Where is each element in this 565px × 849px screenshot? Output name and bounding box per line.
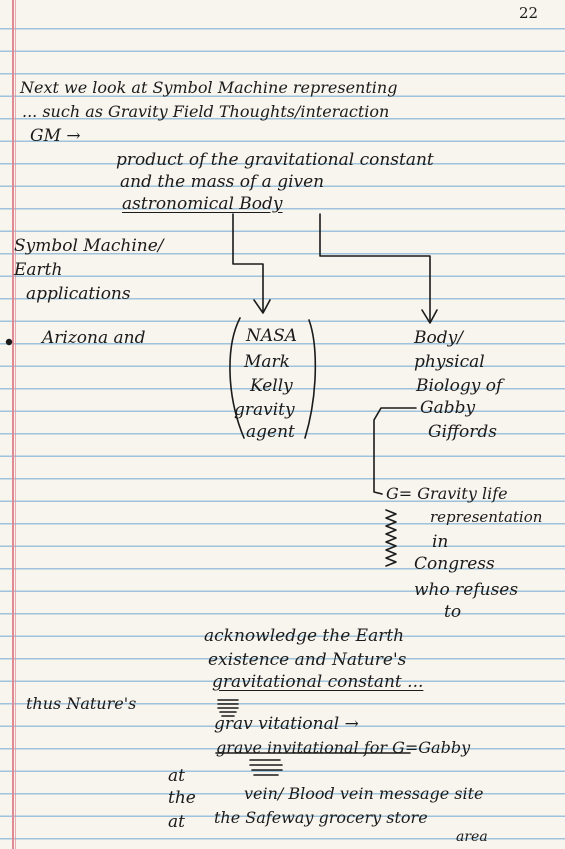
margin-line-inner [15, 0, 16, 849]
area-line: area [456, 829, 488, 845]
application-line-3: applications [26, 284, 131, 304]
thus-line: thus Nature's [26, 694, 137, 713]
bracket-left [229, 317, 245, 439]
definition-line-2: and the mass of a given [120, 172, 325, 192]
at-line-3: at [168, 812, 185, 832]
g-line-5: who refuses [414, 580, 519, 600]
g-line-4: Congress [414, 554, 495, 574]
page-number: 22 [519, 4, 539, 22]
nasa-line-1: NASA [246, 326, 298, 346]
bracket-right [304, 319, 317, 439]
intro-line-1: Next we look at Symbol Machine represent… [20, 78, 398, 97]
intro-line-3: GM → [30, 126, 81, 146]
at-line-1: at [168, 766, 185, 786]
arrow-left-connector [232, 213, 264, 313]
nasa-line-5: agent [246, 422, 295, 442]
arrow-right-head [421, 309, 438, 324]
bullet-dot [5, 338, 13, 346]
nasa-line-4: gravity [234, 400, 295, 420]
margin-line [12, 0, 14, 849]
vein-line: vein/ Blood vein message site [244, 784, 484, 803]
arrow-right-connector [319, 213, 431, 323]
acknowledge-line-2: existence and Nature's [208, 650, 407, 670]
grav-line-1: grav vitational → [214, 714, 359, 734]
nasa-line-3: Kelly [250, 376, 293, 396]
scribble-mark-1 [217, 699, 239, 717]
arizona-line: Arizona and [42, 328, 146, 348]
body-line-3: Biology of [416, 376, 503, 396]
nasa-line-2: Mark [244, 352, 290, 372]
g-line-1: G= Gravity life [386, 484, 508, 503]
safeway-line: the Safeway grocery store [214, 808, 428, 827]
g-line-6: to [444, 602, 462, 622]
acknowledge-line-1: acknowledge the Earth [204, 626, 405, 646]
grav-line-2: grave invitational for G=Gabby [216, 738, 471, 757]
body-line-2: physical [414, 352, 485, 372]
definition-line-3: astronomical Body [122, 194, 283, 214]
gabby-connector [373, 407, 417, 495]
definition-line-1: product of the gravitational constant [116, 150, 434, 170]
arrow-left-head [253, 299, 271, 314]
intro-line-2: ... such as Gravity Field Thoughts/inter… [22, 102, 390, 121]
acknowledge-line-3: gravitational constant ... [212, 672, 424, 692]
g-line-2: representation [430, 508, 543, 526]
body-line-1: Body/ [414, 328, 463, 348]
at-line-2: the [168, 788, 196, 808]
body-line-5: Giffords [428, 422, 498, 442]
scribble-mark-2 [249, 759, 283, 776]
g-line-3: in [432, 532, 449, 552]
application-line-1: Symbol Machine/ [14, 236, 164, 256]
body-line-4: Gabby [420, 398, 476, 418]
gravity-wave [385, 509, 397, 567]
application-line-2: Earth [14, 260, 63, 280]
